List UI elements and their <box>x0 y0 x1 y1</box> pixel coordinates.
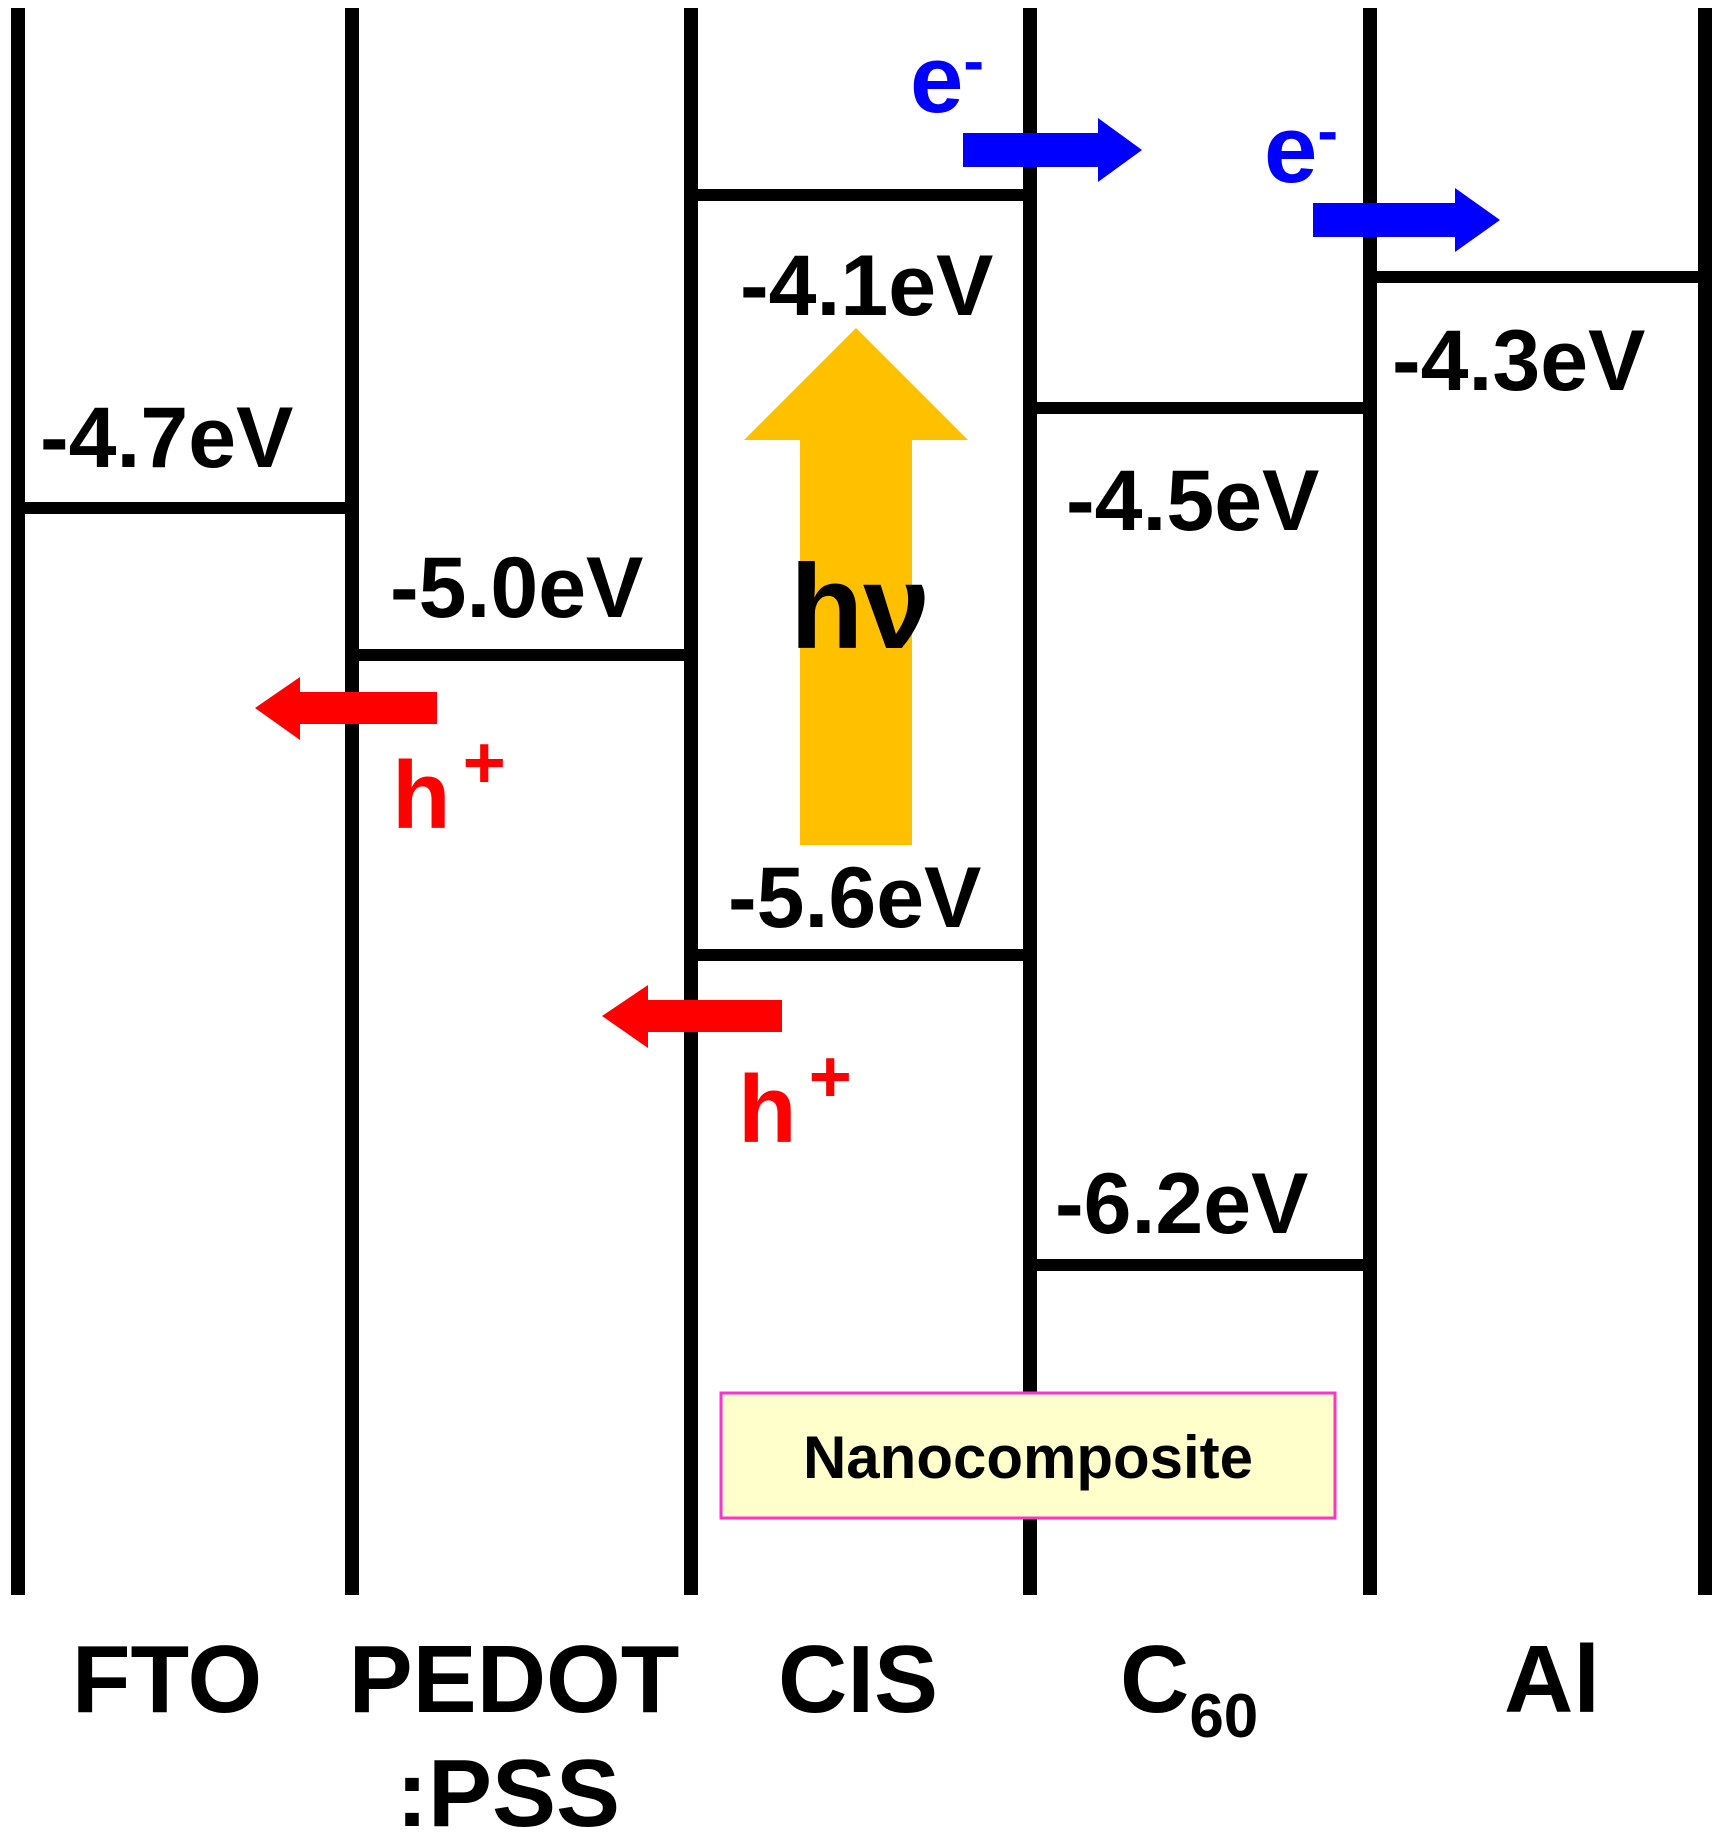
electron-arrow-icon <box>1313 188 1500 252</box>
layer-label-pedot-line2: :PSS <box>396 1740 620 1836</box>
hole-label: h+ <box>738 1035 852 1163</box>
layer-label-al: Al <box>1504 1626 1600 1733</box>
electron-arrow-icon <box>963 118 1142 182</box>
electron-label: e- <box>1264 96 1338 203</box>
cis-homo-label: -5.6eV <box>728 850 981 946</box>
fto-level-label: -4.7eV <box>40 390 293 486</box>
electron-label: e- <box>910 26 984 133</box>
pedot-level-label: -5.0eV <box>390 540 643 636</box>
layer-label-fto: FTO <box>72 1626 262 1733</box>
c60-homo-label: -6.2eV <box>1055 1156 1308 1252</box>
photon-arrow-icon <box>744 328 968 845</box>
hole-label: h+ <box>392 721 506 849</box>
hole-arrow-icon <box>602 985 782 1048</box>
al-level-label: -4.3eV <box>1392 313 1645 409</box>
layer-label-cis: CIS <box>778 1626 938 1733</box>
layer-label-pedot: PEDOT <box>349 1626 680 1733</box>
c60-lumo-label: -4.5eV <box>1066 453 1319 549</box>
nanocomposite-box <box>719 1391 1337 1520</box>
hole-arrow-icon <box>255 677 437 740</box>
energy-level-lines <box>18 189 1705 1271</box>
layer-label-c60: C60 <box>1120 1626 1258 1751</box>
photon-label: hν <box>790 540 930 674</box>
nanocomposite-label: Nanocomposite <box>803 1424 1253 1491</box>
cis-lumo-label: -4.1eV <box>740 238 993 334</box>
